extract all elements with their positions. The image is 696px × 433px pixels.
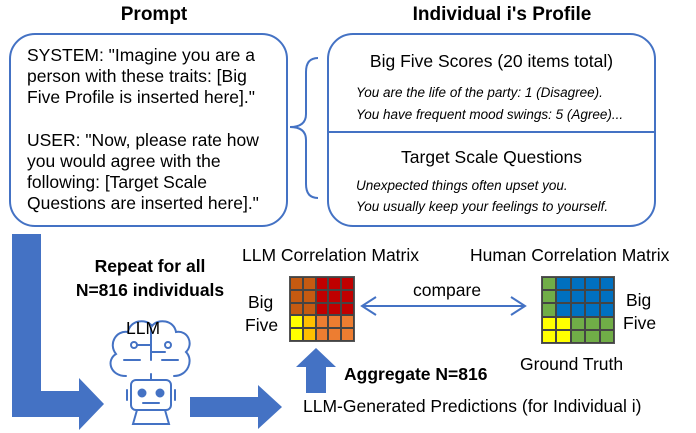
big-five-item: You have frequent mood swings: 5 (Agree)… — [356, 107, 624, 122]
matrix-cell — [585, 329, 600, 343]
matrix-cell — [556, 277, 571, 291]
aggregate-up-arrow — [296, 348, 336, 393]
matrix-cell — [328, 328, 342, 341]
matrix-cell — [290, 328, 303, 341]
matrix-cell — [302, 277, 316, 290]
predictions-label: LLM-Generated Predictions (for Individua… — [303, 396, 642, 416]
matrix-cell — [585, 303, 600, 317]
human-matrix-side-label: Big — [626, 290, 652, 310]
repeat-label-line1: Repeat for all — [94, 256, 206, 276]
matrix-cell — [302, 302, 316, 316]
profile-title: Individual i's Profile — [412, 4, 592, 25]
human-correlation-matrix — [541, 276, 615, 344]
matrix-cell — [341, 289, 354, 303]
ground-truth-caption: Ground Truth — [520, 354, 624, 374]
prompt-title: Prompt — [120, 4, 188, 25]
matrix-cell — [542, 277, 557, 291]
matrix-cell — [341, 315, 354, 329]
matrix-cell — [556, 329, 571, 343]
matrix-cell — [315, 328, 329, 341]
repeat-label-line2: N=816 individuals — [75, 280, 225, 300]
matrix-cell — [328, 277, 342, 290]
big-five-item: You are the life of the party: 1 (Disagr… — [356, 85, 603, 100]
matrix-cell — [341, 277, 354, 290]
matrix-cell — [542, 303, 557, 317]
compare-arrow — [360, 296, 527, 316]
robot-brain-icon — [109, 320, 191, 425]
target-item: Unexpected things often upset you. — [356, 178, 568, 193]
target-heading: Target Scale Questions — [401, 147, 582, 167]
matrix-cell — [302, 328, 316, 341]
matrix-cell — [556, 303, 571, 317]
matrix-cell — [585, 277, 600, 291]
aggregate-label: Aggregate N=816 — [344, 364, 488, 384]
big-five-heading: Big Five Scores (20 items total) — [369, 51, 614, 71]
matrix-cell — [290, 289, 303, 303]
matrix-cell — [328, 302, 342, 316]
matrix-cell — [599, 277, 614, 291]
compare-label: compare — [413, 280, 482, 300]
matrix-cell — [570, 316, 586, 330]
matrix-cell — [341, 328, 354, 341]
arrow-to-predictions — [190, 385, 282, 429]
matrix-cell — [290, 302, 303, 316]
matrix-cell — [556, 316, 571, 330]
matrix-cell — [570, 277, 586, 291]
matrix-cell — [585, 316, 600, 330]
profile-divider — [329, 131, 654, 133]
matrix-cell — [290, 315, 303, 329]
matrix-cell — [599, 303, 614, 317]
profile-box: Big Five Scores (20 items total) You are… — [327, 33, 656, 227]
llm-matrix-side-label: Big — [248, 292, 274, 312]
matrix-cell — [570, 290, 586, 304]
matrix-cell — [599, 290, 614, 304]
user-prompt-text: USER: "Now, please rate how you would ag… — [27, 130, 259, 213]
prompt-box: SYSTEM: "Imagine you are a person with t… — [9, 33, 288, 227]
llm-correlation-matrix — [289, 276, 355, 342]
matrix-cell — [315, 302, 329, 316]
matrix-cell — [585, 290, 600, 304]
matrix-cell — [599, 316, 614, 330]
matrix-cell — [302, 315, 316, 329]
human-matrix-title: Human Correlation Matrix — [470, 245, 670, 265]
matrix-cell — [570, 329, 586, 343]
matrix-cell — [556, 290, 571, 304]
brace — [289, 57, 319, 199]
matrix-cell — [542, 329, 557, 343]
matrix-cell — [302, 289, 316, 303]
matrix-cell — [542, 290, 557, 304]
llm-label: LLM — [126, 318, 161, 338]
matrix-cell — [290, 277, 303, 290]
matrix-cell — [570, 303, 586, 317]
llm-matrix-side-label: Five — [245, 315, 279, 335]
llm-matrix-title: LLM Correlation Matrix — [242, 245, 419, 265]
matrix-cell — [341, 302, 354, 316]
matrix-cell — [599, 329, 614, 343]
matrix-cell — [315, 277, 329, 290]
flow-arrow-down — [12, 234, 104, 430]
matrix-cell — [542, 316, 557, 330]
matrix-cell — [315, 315, 329, 329]
target-item: You usually keep your feelings to yourse… — [356, 199, 609, 214]
matrix-cell — [328, 315, 342, 329]
system-prompt-text: SYSTEM: "Imagine you are a person with t… — [27, 45, 255, 107]
matrix-cell — [315, 289, 329, 303]
human-matrix-side-label: Five — [623, 313, 657, 333]
matrix-cell — [328, 289, 342, 303]
